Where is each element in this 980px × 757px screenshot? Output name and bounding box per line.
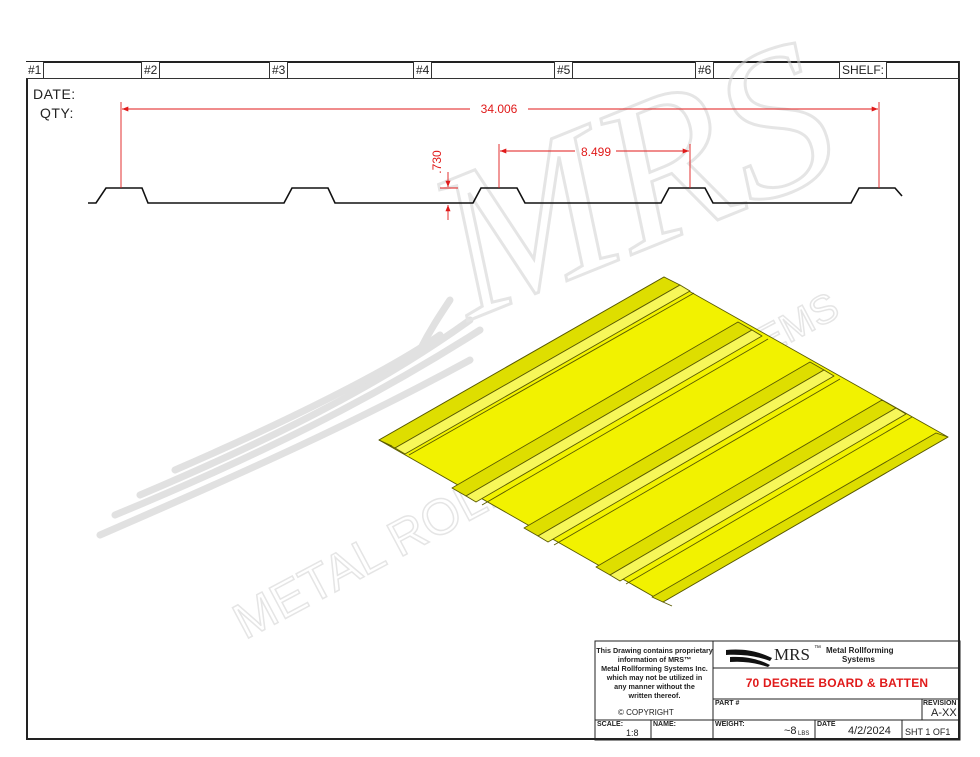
panel-3d-view bbox=[378, 276, 949, 607]
header-label-3: #3 bbox=[270, 62, 289, 78]
header-cell-shelf bbox=[840, 61, 960, 79]
header-cell-6 bbox=[696, 61, 840, 79]
header-label-4: #4 bbox=[414, 62, 433, 78]
part-number-label: PART # bbox=[715, 700, 740, 707]
header-label-6: #6 bbox=[696, 62, 715, 78]
title-block-lines bbox=[594, 640, 961, 741]
dimension-lines bbox=[120, 102, 880, 220]
date-value: 4/2/2024 bbox=[848, 725, 891, 737]
header-cell-4 bbox=[414, 61, 555, 79]
header-cell-5 bbox=[555, 61, 696, 79]
header-label-2: #2 bbox=[142, 62, 161, 78]
watermark-swoosh-icon bbox=[96, 296, 484, 539]
weight-value: ~8 bbox=[784, 725, 797, 737]
watermark: MRS METAL ROLL STEMS bbox=[96, 0, 867, 650]
company-line2: Systems bbox=[842, 655, 875, 664]
notice-line-6: written thereof. bbox=[628, 691, 681, 700]
proprietary-notice: This Drawing contains proprietary inform… bbox=[596, 644, 713, 720]
name-label: NAME: bbox=[653, 721, 676, 728]
scale-label: SCALE: bbox=[597, 721, 624, 728]
panel-profile bbox=[88, 187, 903, 204]
notice-line-2: information of MRS™ bbox=[617, 655, 692, 664]
date-field-label: DATE bbox=[817, 721, 836, 728]
title-logo-mark: ™ bbox=[814, 645, 821, 652]
header-strip: #1 #2 #3 #4 #5 #6 SHELF: bbox=[26, 61, 960, 81]
sheet-number: SHT 1 OF1 bbox=[905, 727, 951, 737]
revision-label: REVISION bbox=[923, 700, 957, 707]
dimension-pitch: 8.499 bbox=[581, 145, 611, 159]
header-cell-2 bbox=[142, 61, 270, 79]
company-line1: Metal Rollforming bbox=[826, 646, 894, 655]
dimension-height: .730 bbox=[430, 150, 444, 174]
notice-line-4: which may not be utilized in bbox=[606, 673, 703, 682]
scale-value: 1:8 bbox=[626, 728, 639, 738]
notice-line-5: any manner without the bbox=[614, 682, 695, 691]
date-label: DATE: bbox=[33, 86, 76, 102]
copyright-label: COPYRIGHT bbox=[626, 708, 674, 717]
qty-label: QTY: bbox=[40, 105, 74, 121]
header-label-shelf: SHELF: bbox=[840, 62, 888, 78]
weight-label: WEIGHT: bbox=[715, 721, 745, 728]
copyright: © COPYRIGHT bbox=[618, 708, 674, 717]
header-cell-1 bbox=[26, 61, 142, 79]
title-logo: MRS bbox=[774, 645, 810, 664]
part-name: 70 DEGREE BOARD & BATTEN bbox=[745, 676, 929, 690]
revision-value: A-XX bbox=[931, 707, 957, 719]
header-label-1: #1 bbox=[26, 62, 45, 78]
header-label-5: #5 bbox=[555, 62, 574, 78]
header-cell-3 bbox=[270, 61, 414, 79]
weight-unit: LBS bbox=[798, 731, 810, 737]
copyright-icon: © bbox=[618, 708, 624, 717]
notice-line-3: Metal Rollforming Systems Inc. bbox=[601, 664, 708, 673]
drawing-frame bbox=[26, 61, 960, 740]
notice-line-1: This Drawing contains proprietary bbox=[596, 646, 713, 655]
dimension-overall: 34.006 bbox=[481, 102, 518, 116]
mrs-logo-icon bbox=[726, 649, 772, 667]
